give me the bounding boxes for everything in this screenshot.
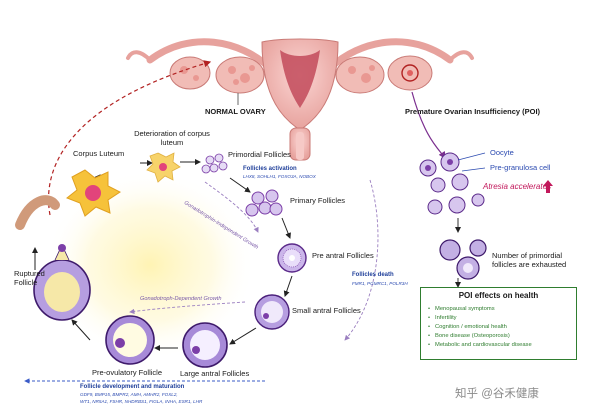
pregranulosa-label: Pre-granulosa cell: [490, 163, 551, 172]
oocyte-label: Oocyte: [490, 148, 514, 157]
ruptured-follicle-illustration: [15, 195, 91, 321]
pre-antral-label: Pre antral Follicles: [312, 251, 374, 260]
oocyte-pointer: [457, 152, 486, 161]
dependent-growth-label: Gonadotroph-Dependent Growth: [140, 296, 222, 302]
poi-follicles-illustration: [419, 152, 485, 215]
uterus-illustration: [126, 38, 474, 161]
primordial-follicles-illustration: [201, 153, 228, 174]
large-antral-illustration: [182, 322, 228, 368]
exhausted-follicles-illustration: [439, 239, 487, 280]
pre-antral-illustration: [277, 243, 307, 273]
return-to-ovary-arrow: [48, 60, 212, 216]
pregranulosa-pointer: [461, 167, 486, 172]
poi-effect-item: Metabolic and cardiovascular disease: [428, 341, 532, 350]
small-antral-illustration: [254, 294, 290, 330]
poi-arrow: [411, 91, 446, 160]
dependent-growth-arc: [129, 301, 246, 315]
small-antral-label: Small antral Follicles: [292, 306, 361, 315]
atresia-up-icon: [543, 180, 553, 193]
atresia-label: Atresia accelerates: [483, 182, 552, 191]
watermark-text: 知乎 @谷禾健康: [455, 388, 539, 400]
corpus-luteum-illustration: [66, 169, 121, 217]
cycle-glow: [45, 170, 255, 360]
large-antral-label: Large antral Follicles: [180, 369, 250, 378]
dev-genes-line2: WT1, NR5A1, FSHR, NHDRBS1, FIGLA, INHA, …: [80, 399, 203, 404]
exhausted-label: Number of primordial follicles are exhau…: [492, 251, 567, 269]
ruptured-label: Ruptured Follicle: [14, 269, 45, 287]
poi-effect-item: Menopausal symptoms: [428, 305, 532, 314]
primary-label: Primary Follicles: [290, 196, 346, 205]
poi-effects-box: POI effects on health Menopausal symptom…: [420, 287, 577, 360]
poi-ovary: [387, 55, 433, 91]
dev-genes-line1: GDF9, BMP15, BMPR2, AMH, AMHR2, FOXL2,: [80, 392, 178, 397]
corpus-luteum-label: Corpus Luteum: [73, 149, 125, 158]
activation-genes: LHX8, SOHLH1, FOXO3A, NOBOX: [243, 174, 316, 179]
normal-ovary-label: NORMAL OVARY: [205, 107, 266, 116]
poi-effects-list: Menopausal symptoms Infertility Cognitio…: [428, 305, 532, 350]
independent-growth-arc: [204, 181, 259, 233]
follicles-activation-label: Follicles activation: [243, 166, 297, 172]
primary-follicles-illustration: [245, 189, 283, 217]
dev-title-label: Follicle development and maturation: [80, 384, 185, 390]
primordial-label: Primordial Follicles: [228, 150, 291, 159]
death-genes: FMR1, PGMRC1, POLR3H: [352, 281, 408, 286]
pre-ovulatory-label: Pre-ovulatory Follicle: [92, 368, 163, 377]
poi-effect-item: Infertility: [428, 314, 532, 323]
follicles-death-label: Follicles death: [352, 272, 394, 278]
poi-effect-item: Cognition / emotional health: [428, 323, 532, 332]
poi-effects-title: POI effects on health: [458, 291, 539, 300]
pre-ovulatory-illustration: [105, 315, 155, 365]
left-ovary: [215, 56, 265, 94]
poi-title-label: Premature Ovarian Insufficiency (POI): [405, 107, 541, 116]
right-ovary: [335, 56, 385, 94]
deterioration-label: Deterioration of corpus luteum: [134, 129, 210, 147]
poi-effect-item: Bone disease (Osteoporosis): [428, 332, 532, 341]
deteriorated-luteum-illustration: [146, 152, 181, 183]
